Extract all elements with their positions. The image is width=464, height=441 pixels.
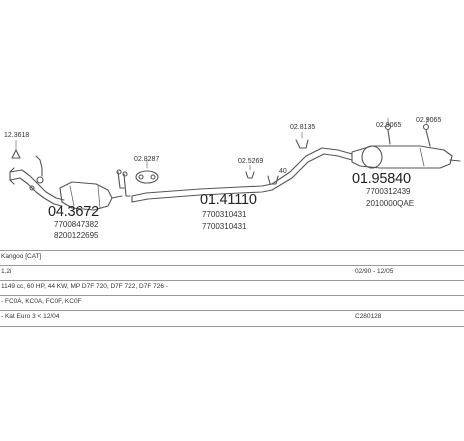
spec-catalog: C280128 xyxy=(355,313,382,320)
clamp-pair xyxy=(116,169,131,197)
spec-row-variants: - FC0A, KC0A, FC0F, KC0F xyxy=(0,295,464,311)
spec-model: Kangoo [CAT] xyxy=(1,253,42,260)
hanger-02-8287 xyxy=(135,159,159,184)
part-code-02-9065: 02.9065 xyxy=(376,122,402,129)
part-code-02-9065: 02.9065 xyxy=(416,117,442,124)
hanger-02-9065 xyxy=(384,117,431,147)
spec-row-engine: 1.2i 02/90 - 12/05 xyxy=(0,265,464,281)
part-code-02-8135: 02.8135 xyxy=(290,124,316,131)
part-ref: 2010000QAE xyxy=(366,199,415,208)
clamp-40 xyxy=(267,175,279,185)
part-ref: 7700847382 xyxy=(54,220,99,229)
rear-pipe xyxy=(271,147,353,191)
part-ref: 7700312439 xyxy=(366,187,411,196)
catalytic-converter xyxy=(59,181,123,211)
length-label: 40 xyxy=(279,168,287,175)
spec-power: 1149 cc, 60 HP, 44 KW, MP D7F 720, D7F 7… xyxy=(1,283,168,290)
part-code-01-41110[interactable]: 01.41110 xyxy=(200,192,257,208)
hanger-02-8135 xyxy=(295,131,309,149)
clamp-02-5269 xyxy=(245,164,255,179)
part-code-02-5269: 02.5269 xyxy=(238,158,264,165)
part-code-01-95840[interactable]: 01.95840 xyxy=(352,171,411,187)
spec-norm: - Kat Euro 3 < 12/04 xyxy=(1,313,60,320)
part-code-04-3672[interactable]: 04.3672 xyxy=(48,204,100,220)
middle-pipe xyxy=(131,183,273,203)
spec-row-power: 1149 cc, 60 HP, 44 KW, MP D7F 720, D7F 7… xyxy=(0,280,464,296)
spec-row-norm: - Kat Euro 3 < 12/04 C280128 xyxy=(0,310,464,327)
part-code-12-3618: 12.3618 xyxy=(4,132,30,139)
part-ref: 7700310431 xyxy=(202,210,247,219)
part-code-02-8287: 02.8287 xyxy=(134,156,160,163)
spec-engine: 1.2i xyxy=(1,268,12,275)
clamp-12-3618 xyxy=(11,139,21,159)
part-ref: 7700310431 xyxy=(202,222,247,231)
part-ref: 8200122695 xyxy=(54,231,99,240)
spec-years: 02/90 - 12/05 xyxy=(355,268,394,275)
spec-row-model: Kangoo [CAT] xyxy=(0,250,464,266)
rear-muffler xyxy=(351,145,461,169)
front-pipe-manifold xyxy=(9,155,65,207)
spec-variants: - FC0A, KC0A, FC0F, KC0F xyxy=(1,298,82,305)
